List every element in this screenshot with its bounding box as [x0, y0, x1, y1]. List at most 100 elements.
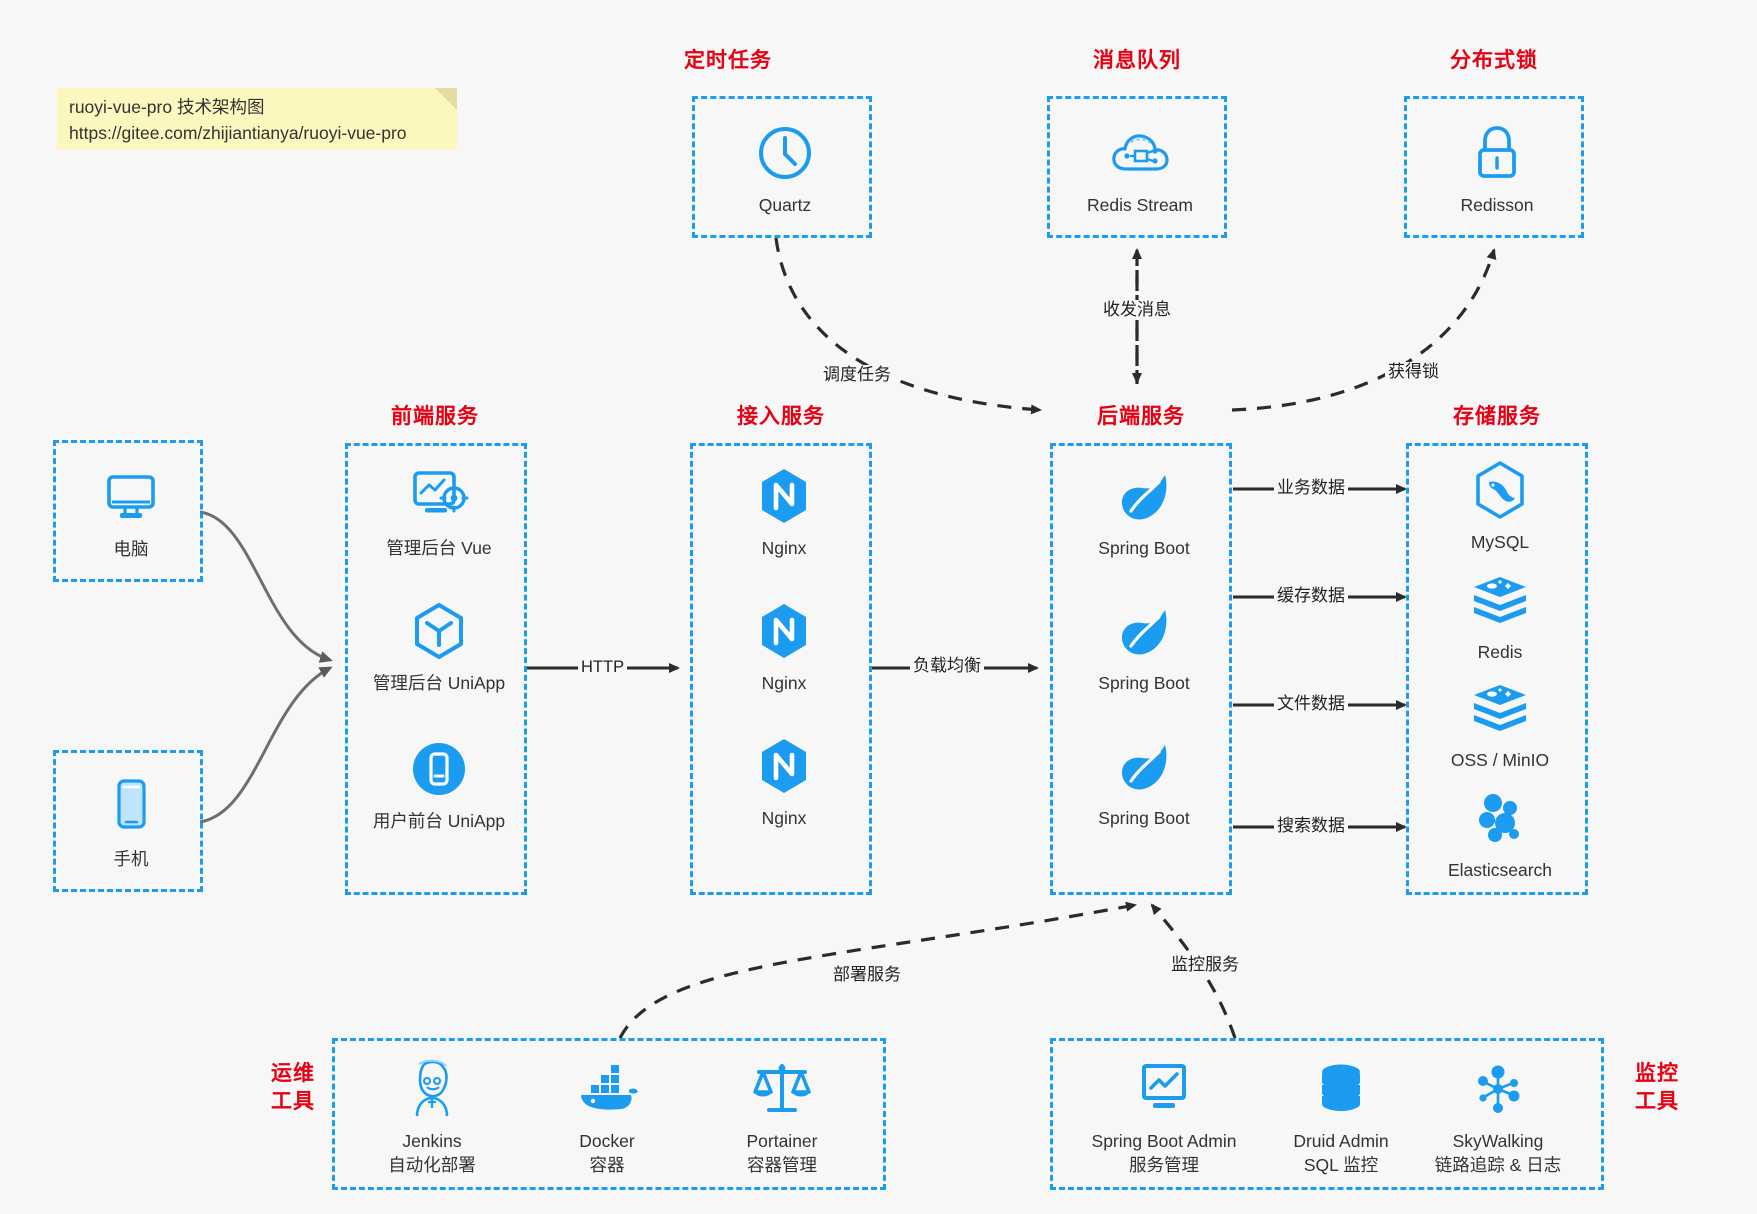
node-oss-minio[interactable]: OSS / MinIO	[1430, 676, 1570, 772]
mysql-dolphin-icon	[1472, 458, 1528, 522]
nginx-icon	[756, 599, 812, 663]
node-elasticsearch[interactable]: Elasticsearch	[1430, 786, 1570, 882]
node-label: Redisson	[1460, 195, 1534, 215]
node-sublabel: 服务管理	[1129, 1155, 1199, 1175]
node-spring-boot-1[interactable]: Spring Boot	[1074, 464, 1214, 560]
node-spring-boot-2[interactable]: Spring Boot	[1074, 599, 1214, 695]
node-jenkins[interactable]: Jenkins 自动化部署	[357, 1057, 507, 1178]
node-label: Docker	[579, 1131, 635, 1151]
node-nginx-2[interactable]: Nginx	[714, 599, 854, 695]
group-frontend: 管理后台 Vue 管理后台 UniApp 用户前台 UniApp	[345, 443, 527, 895]
edge-label-search-data: 搜索数据	[1274, 816, 1348, 836]
node-label: Spring Boot	[1098, 673, 1190, 693]
spring-boot-icon	[1115, 734, 1173, 798]
node-sublabel: 容器	[589, 1155, 625, 1175]
node-sublabel: 自动化部署	[388, 1155, 476, 1175]
spring-boot-icon	[1115, 599, 1173, 663]
group-title-frontend: 前端服务	[391, 405, 479, 428]
redis-stack-icon	[1470, 568, 1530, 632]
node-label: 管理后台 UniApp	[372, 673, 506, 693]
node-admin-vue[interactable]: 管理后台 Vue	[369, 464, 509, 560]
group-gateway: Nginx Nginx Nginx	[690, 443, 872, 895]
node-label: SkyWalking	[1452, 1131, 1544, 1151]
group-scheduled-task: Quartz	[692, 96, 872, 238]
node-label: Spring Boot	[1098, 538, 1190, 558]
object-storage-icon	[1470, 676, 1530, 740]
node-computer[interactable]: 电脑	[61, 465, 201, 561]
group-title-scheduled-task: 定时任务	[684, 49, 772, 72]
group-title-message-queue: 消息队列	[1093, 49, 1181, 72]
group-distributed-lock: Redisson	[1404, 96, 1584, 238]
node-label: Nginx	[761, 538, 807, 558]
network-nodes-icon	[1469, 1057, 1527, 1121]
edge-label-cache-data: 缓存数据	[1274, 586, 1348, 606]
group-message-queue: Redis Stream	[1047, 96, 1227, 238]
node-sublabel: 链路追踪 & 日志	[1434, 1155, 1562, 1175]
node-mobile[interactable]: 手机	[61, 775, 201, 871]
node-redis[interactable]: Redis	[1430, 568, 1570, 664]
group-storage: MySQL Redis	[1406, 443, 1588, 895]
node-spring-boot-3[interactable]: Spring Boot	[1074, 734, 1214, 830]
elasticsearch-icon	[1471, 786, 1529, 850]
node-sublabel: SQL 监控	[1303, 1155, 1379, 1175]
node-docker[interactable]: Docker 容器	[532, 1057, 682, 1178]
node-label: Redis	[1477, 642, 1523, 662]
jenkins-butler-icon	[403, 1057, 461, 1121]
node-redis-stream[interactable]: Redis Stream	[1070, 121, 1210, 217]
group-devops-tools: Jenkins 自动化部署 Docker 容器	[332, 1038, 886, 1190]
node-mysql[interactable]: MySQL	[1430, 458, 1570, 554]
node-label: Nginx	[761, 673, 807, 693]
edge-label-schedule-task: 调度任务	[820, 365, 894, 385]
node-label: Nginx	[761, 808, 807, 828]
edge-label-acquire-lock: 获得锁	[1385, 362, 1442, 382]
lock-icon	[1470, 121, 1524, 185]
node-label: Jenkins	[402, 1131, 462, 1151]
mobile-phone-icon	[109, 775, 153, 839]
node-label: Quartz	[758, 195, 812, 215]
node-quartz[interactable]: Quartz	[715, 121, 855, 217]
spring-boot-icon	[1115, 464, 1173, 528]
group-title-devops-line2: 工具	[271, 1090, 315, 1113]
node-portainer[interactable]: Portainer 容器管理	[707, 1057, 857, 1178]
edge-label-monitor-service: 监控服务	[1168, 955, 1242, 975]
node-label: MySQL	[1470, 532, 1530, 552]
node-sublabel: 容器管理	[747, 1155, 817, 1175]
edge-label-send-receive-message: 收发消息	[1100, 300, 1174, 320]
monitor-chart-icon	[1134, 1057, 1194, 1121]
node-label: Redis Stream	[1086, 195, 1193, 215]
node-label: 手机	[113, 849, 149, 869]
nginx-icon	[756, 464, 812, 528]
desktop-computer-icon	[101, 465, 161, 529]
group-title-monitor-line2: 工具	[1635, 1090, 1679, 1113]
node-admin-uniapp[interactable]: 管理后台 UniApp	[369, 599, 509, 695]
note-title: ruoyi-vue-pro 技术架构图	[69, 97, 265, 117]
cloud-network-icon	[1109, 121, 1171, 185]
group-client-mobile: 手机	[53, 750, 203, 892]
node-label: Elasticsearch	[1447, 860, 1553, 880]
node-skywalking[interactable]: SkyWalking 链路追踪 & 日志	[1405, 1057, 1591, 1178]
docker-whale-icon	[575, 1057, 639, 1121]
node-redisson[interactable]: Redisson	[1427, 121, 1567, 217]
node-label: 电脑	[113, 539, 149, 559]
edge-label-deploy-service: 部署服务	[830, 965, 904, 985]
node-label: Spring Boot	[1098, 808, 1190, 828]
mobile-app-icon	[410, 737, 468, 801]
node-user-uniapp[interactable]: 用户前台 UniApp	[369, 737, 509, 833]
node-label: Druid Admin	[1293, 1131, 1389, 1151]
edge-label-http: HTTP	[578, 657, 628, 677]
diagram-note: ruoyi-vue-pro 技术架构图 https://gitee.com/zh…	[57, 88, 457, 150]
node-nginx-1[interactable]: Nginx	[714, 464, 854, 560]
group-title-gateway: 接入服务	[737, 405, 825, 428]
edge-label-business-data: 业务数据	[1274, 478, 1348, 498]
node-nginx-3[interactable]: Nginx	[714, 734, 854, 830]
node-druid-admin[interactable]: Druid Admin SQL 监控	[1266, 1057, 1416, 1178]
dashboard-settings-icon	[408, 464, 470, 528]
node-label: 管理后台 Vue	[386, 538, 492, 558]
group-title-monitor: 监控 工具	[1622, 1060, 1692, 1116]
group-backend: Spring Boot Spring Boot Spring Boot	[1050, 443, 1232, 895]
edge-label-load-balance: 负载均衡	[910, 656, 984, 676]
group-title-backend: 后端服务	[1097, 405, 1185, 428]
group-title-storage: 存储服务	[1453, 405, 1541, 428]
hexagon-cube-icon	[410, 599, 468, 663]
node-spring-boot-admin[interactable]: Spring Boot Admin 服务管理	[1071, 1057, 1257, 1178]
